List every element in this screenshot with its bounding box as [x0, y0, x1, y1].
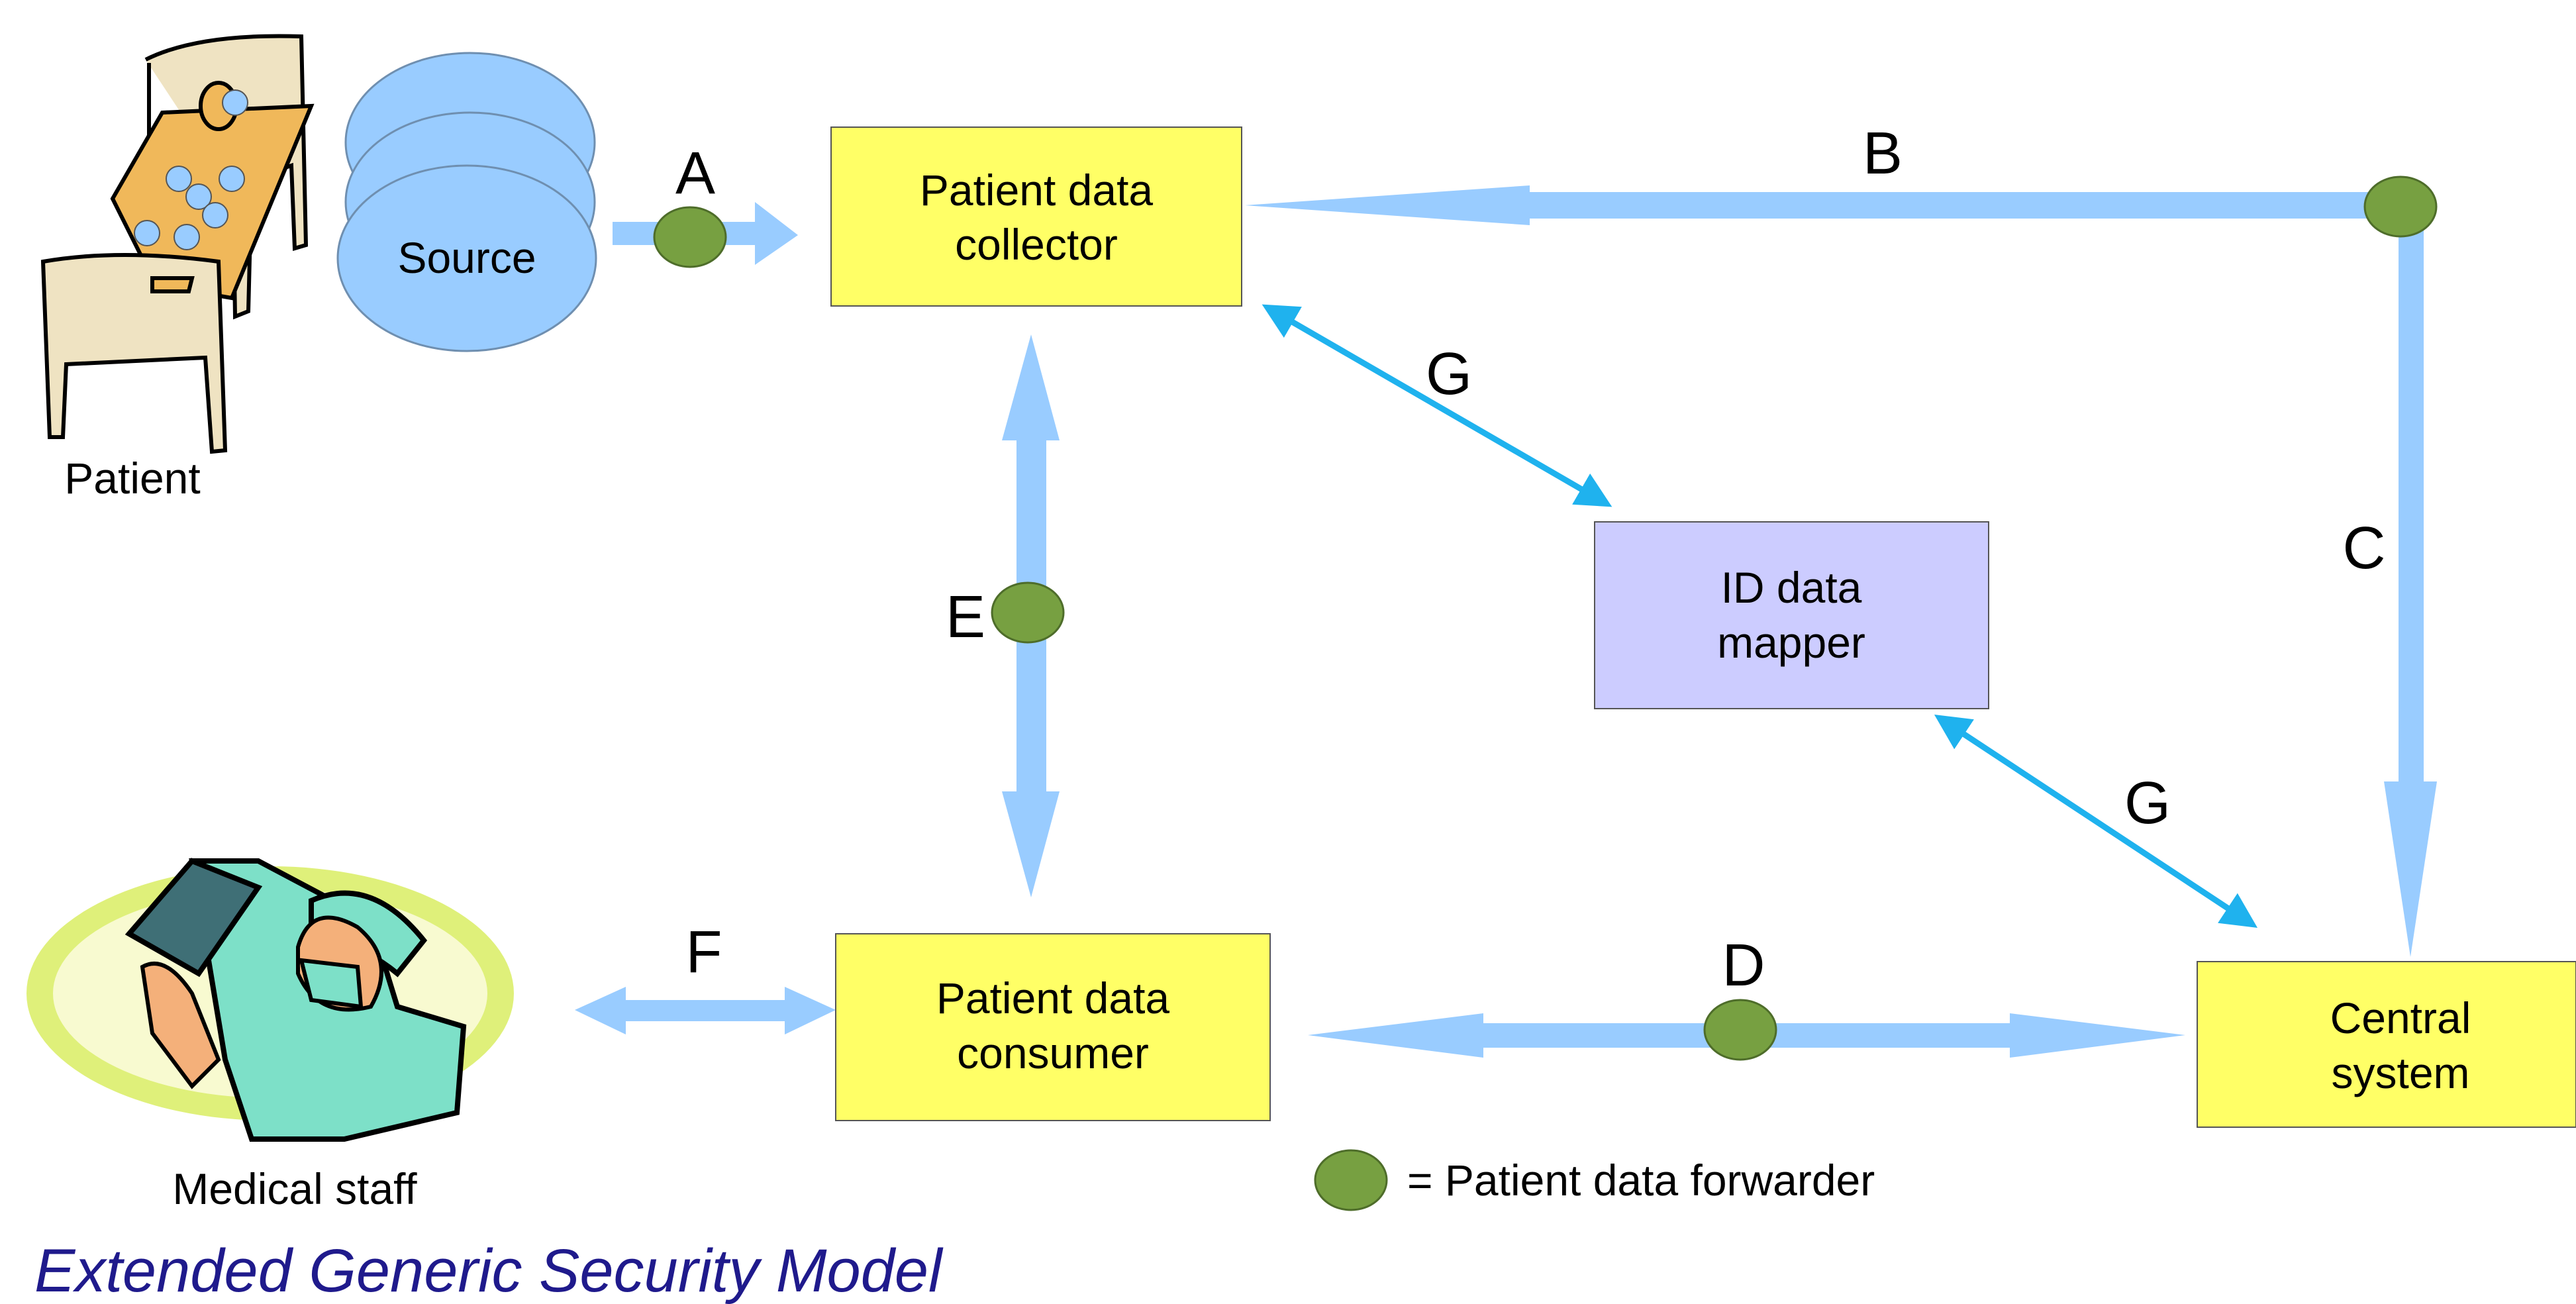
forwarder-d [1703, 999, 1777, 1061]
arrow-c [2384, 205, 2437, 957]
svg-text:ID data: ID data [1721, 563, 1862, 612]
forwarder-nodes [653, 176, 2438, 1211]
forwarder-b [2363, 176, 2438, 238]
edge-label-e: E [946, 584, 985, 650]
edge-label-g1: G [1426, 341, 1472, 407]
arrow-g-collector-mapper [1262, 304, 1612, 507]
legend-forwarder-swatch [1314, 1149, 1388, 1211]
arrow-g-mapper-central [1934, 715, 2258, 928]
consumer-box: Patient data consumer [835, 933, 1271, 1121]
thick-arrows [575, 185, 2437, 1058]
medical-staff-label: Medical staff [172, 1164, 417, 1213]
source-database-icon [336, 52, 597, 352]
svg-text:Patient data: Patient data [936, 974, 1170, 1023]
mapper-box: ID data mapper [1594, 521, 1989, 709]
forwarder-e [991, 581, 1065, 644]
edge-label-c: C [2343, 515, 2386, 581]
svg-text:system: system [2331, 1048, 2469, 1097]
svg-text:mapper: mapper [1717, 618, 1865, 667]
patient-label: Patient [64, 454, 200, 503]
central-system-box: Central system [2197, 961, 2576, 1128]
figure-title: Extended Generic Security Model [34, 1237, 944, 1304]
forwarder-a [653, 206, 727, 268]
edge-label-b: B [1863, 121, 1903, 187]
edge-label-g2: G [2124, 770, 2171, 836]
svg-text:collector: collector [955, 220, 1118, 269]
legend-text: = Patient data forwarder [1407, 1156, 1875, 1205]
thin-arrows [1262, 304, 2258, 928]
arrow-b [1245, 185, 2401, 225]
edge-label-f: F [686, 919, 722, 985]
arrow-f [575, 987, 836, 1034]
edge-labels: A B C D E F G G [675, 121, 2386, 999]
patient-bed-illustration [40, 34, 315, 454]
svg-text:Central: Central [2330, 993, 2471, 1042]
svg-text:consumer: consumer [957, 1028, 1149, 1078]
edge-label-d: D [1722, 932, 1765, 999]
patient-sensor-dots [134, 89, 248, 250]
medical-staff-illustration [26, 858, 514, 1142]
edge-label-a: A [675, 140, 715, 207]
svg-text:Patient data: Patient data [920, 166, 1154, 215]
collector-box: Patient data collector [830, 126, 1242, 307]
source-label: Source [397, 233, 536, 282]
